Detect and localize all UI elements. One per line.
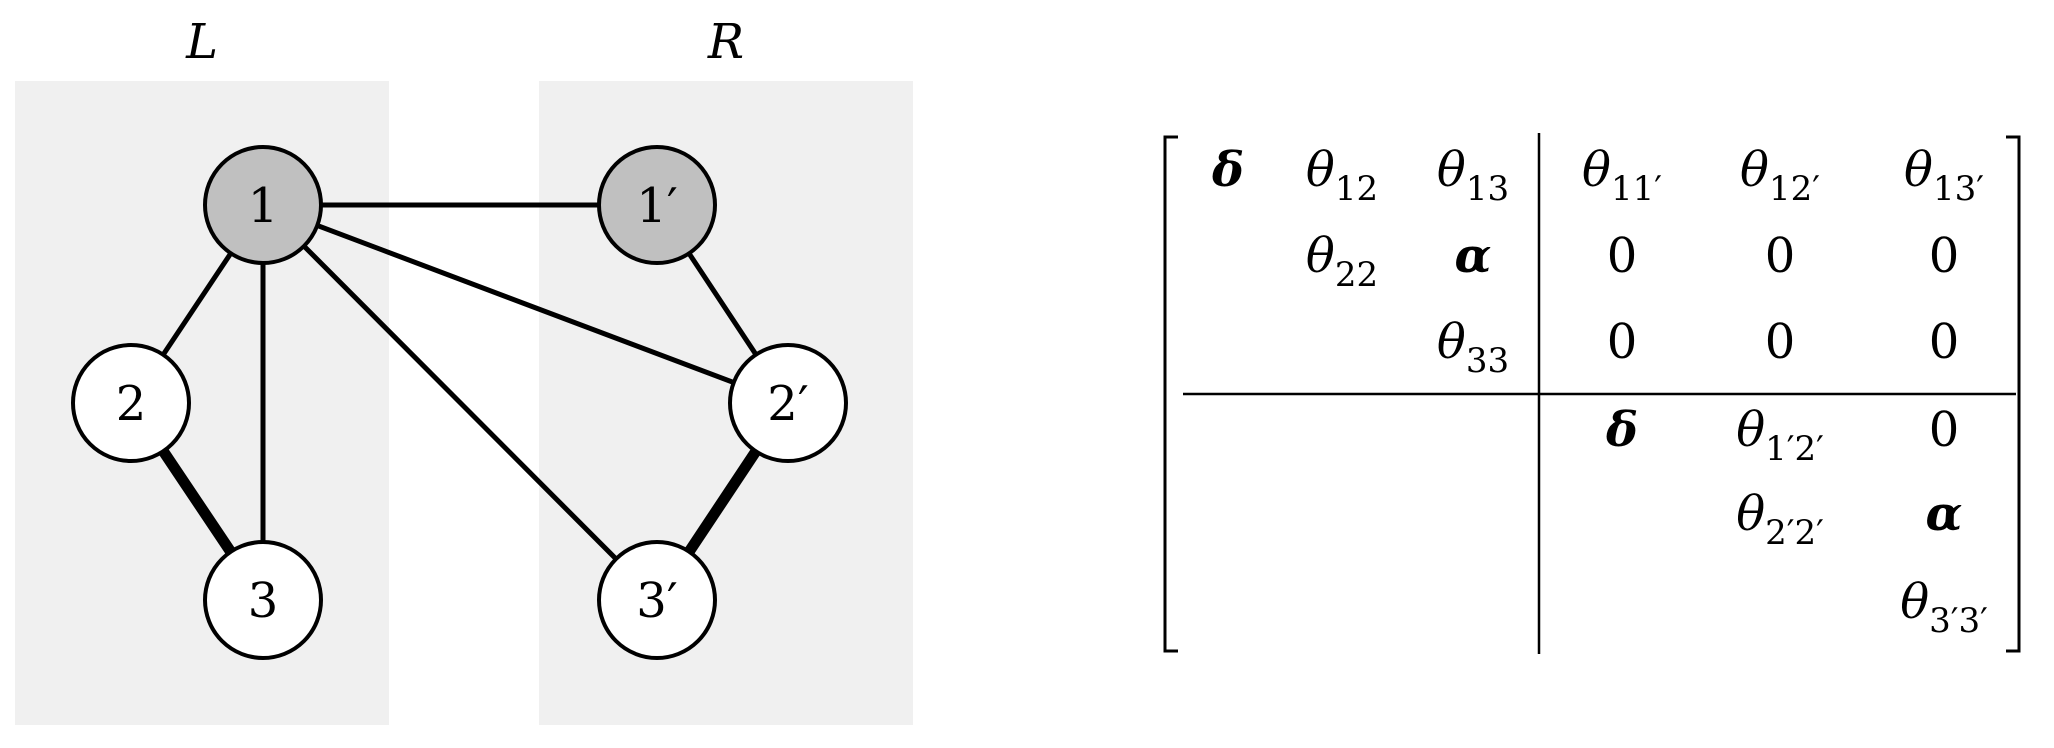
edge-1-2p (262, 202, 789, 406)
matrix-cell-r1-c6: θ13′ (1904, 142, 1984, 209)
node-3 (203, 540, 323, 660)
node-label-2p: 2′ (767, 376, 808, 432)
matrix-cell-subscript: 13 (1466, 169, 1509, 209)
matrix-cell-symbol: 0 (1765, 228, 1796, 284)
matrix-cell-r4-c5: θ1′2′ (1736, 402, 1824, 469)
matrix-cell-symbol: θ (1736, 486, 1765, 542)
matrix-cell-symbol: θ (1306, 228, 1335, 284)
matrix-cell-r2-c2: θ22 (1306, 228, 1378, 295)
matrix-cell-r3-c6: 0 (1929, 314, 1960, 370)
node-label-3p: 3′ (636, 573, 677, 629)
matrix-cell-r6-c6: θ3′3′ (1900, 574, 1988, 641)
matrix-cell-subscript: 22 (1335, 255, 1378, 295)
node-2 (71, 343, 191, 463)
matrix-cell-symbol: θ (1437, 314, 1466, 370)
matrix-cell-r5-c5: θ2′2′ (1736, 486, 1824, 553)
matrix-cell-symbol: α (1926, 486, 1963, 542)
group-l-label: L (185, 14, 218, 70)
matrix-cell-r2-c3: α (1455, 228, 1492, 284)
matrix-cell-subscript: 2′2′ (1765, 513, 1824, 553)
matrix-cell-symbol: θ (1582, 142, 1611, 198)
matrix-cell-r4-c4: δ (1605, 402, 1638, 458)
node-label-3: 3 (248, 573, 279, 629)
matrix-cell-subscript: 1′2′ (1765, 429, 1824, 469)
node-label-2: 2 (116, 376, 147, 432)
matrix-cell-r3-c3: θ33 (1437, 314, 1509, 381)
matrix-cell-symbol: θ (1437, 142, 1466, 198)
node-1p (597, 145, 717, 265)
matrix-cell-r1-c2: θ12 (1306, 142, 1378, 209)
matrix-cell-symbol: 0 (1607, 314, 1638, 370)
matrix-cell-r2-c4: 0 (1607, 228, 1638, 284)
matrix-cell-symbol: 0 (1929, 228, 1960, 284)
matrix-cell-symbol: α (1455, 228, 1492, 284)
matrix-cell-symbol: θ (1736, 402, 1765, 458)
matrix-cell-subscript: 13′ (1933, 169, 1984, 209)
matrix-cell-subscript: 33 (1466, 341, 1509, 381)
matrix-cell-symbol: 0 (1765, 314, 1796, 370)
matrix-cell-r4-c6: 0 (1929, 402, 1960, 458)
node-label-1p: 1′ (636, 178, 677, 234)
matrix-right-bracket (2006, 135, 2021, 653)
matrix-cell-r3-c5: 0 (1765, 314, 1796, 370)
matrix-cell-subscript: 3′3′ (1929, 601, 1988, 641)
matrix-cell-symbol: 0 (1929, 314, 1960, 370)
matrix-cell-r2-c5: 0 (1765, 228, 1796, 284)
matrix-cell-r1-c1: δ (1211, 142, 1244, 198)
matrix-cell-symbol: 0 (1929, 402, 1960, 458)
matrix-cell-subscript: 12′ (1769, 169, 1820, 209)
node-1 (203, 145, 323, 265)
matrix-cell-symbol: θ (1740, 142, 1769, 198)
node-label-1: 1 (248, 178, 279, 234)
matrix-cell-r1-c5: θ12′ (1740, 142, 1820, 209)
matrix-cell-symbol: θ (1904, 142, 1933, 198)
matrix-cell-symbol: 0 (1607, 228, 1638, 284)
matrix-cell-symbol: δ (1211, 142, 1244, 198)
group-r-background (539, 81, 913, 725)
matrix-cell-r1-c3: θ13 (1437, 142, 1509, 209)
group-r-label: R (707, 14, 744, 70)
node-3p (597, 540, 717, 660)
node-2p (728, 343, 848, 463)
matrix-cell-symbol: δ (1605, 402, 1638, 458)
graph-nodes: 1 2 3 1′ 2′ 3′ (71, 145, 848, 660)
matrix-cell-r3-c4: 0 (1607, 314, 1638, 370)
edge-1-3p (261, 203, 659, 602)
matrix-cell-subscript: 12 (1335, 169, 1378, 209)
matrix-left-bracket (1163, 135, 1178, 653)
matrix-cell-r5-c6: α (1926, 486, 1963, 542)
matrix-cell-r1-c4: θ11′ (1582, 142, 1662, 209)
matrix-cell-subscript: 11′ (1611, 169, 1662, 209)
matrix-cell-symbol: θ (1306, 142, 1335, 198)
matrix-cell-symbol: θ (1900, 574, 1929, 630)
matrix-cell-r2-c6: 0 (1929, 228, 1960, 284)
